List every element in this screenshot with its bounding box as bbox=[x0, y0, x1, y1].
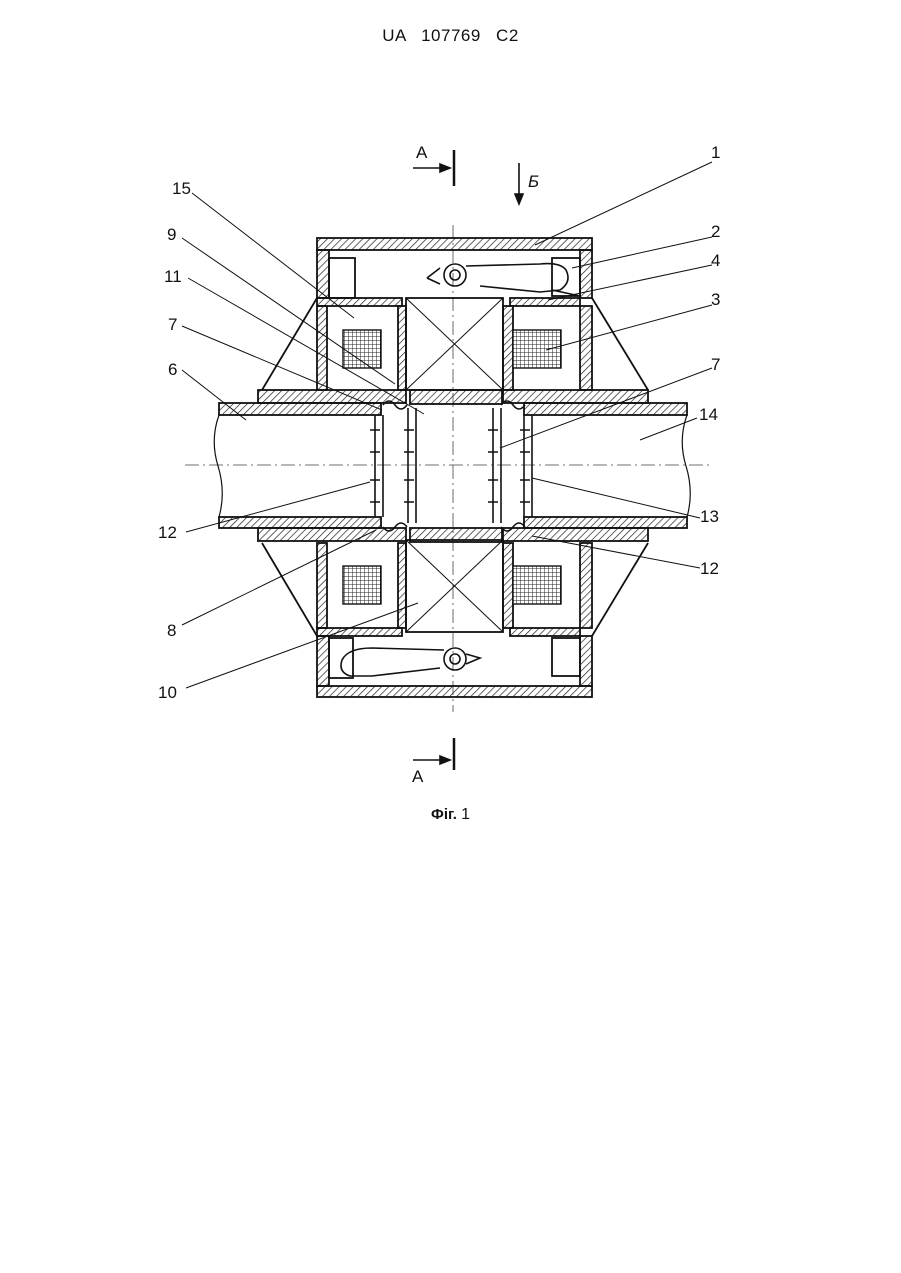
section-mark-bottom: А bbox=[412, 767, 424, 786]
label-14: 14 bbox=[699, 405, 718, 424]
caption-prefix: Фіг. bbox=[431, 806, 457, 823]
label-9: 9 bbox=[167, 225, 176, 244]
view-mark: Б bbox=[528, 172, 539, 191]
label-6: 6 bbox=[168, 360, 177, 379]
label-15: 15 bbox=[172, 179, 191, 198]
label-4: 4 bbox=[711, 251, 720, 270]
label-7-left: 7 bbox=[168, 315, 177, 334]
label-7-right: 7 bbox=[711, 355, 720, 374]
label-3: 3 bbox=[711, 290, 720, 309]
label-12-left: 12 bbox=[158, 523, 177, 542]
caption-number: 1 bbox=[461, 806, 470, 823]
section-mark-top: А bbox=[416, 143, 428, 162]
label-12-right: 12 bbox=[700, 559, 719, 578]
label-10: 10 bbox=[158, 683, 177, 702]
label-11: 11 bbox=[164, 267, 182, 286]
label-8: 8 bbox=[167, 621, 176, 640]
label-1: 1 bbox=[711, 143, 720, 162]
pipes bbox=[214, 390, 690, 541]
label-2: 2 bbox=[711, 222, 720, 241]
label-13: 13 bbox=[700, 507, 719, 526]
figure-caption: Фіг. 1 bbox=[0, 806, 901, 824]
levers bbox=[341, 264, 580, 676]
bellows-and-plates bbox=[370, 401, 532, 531]
